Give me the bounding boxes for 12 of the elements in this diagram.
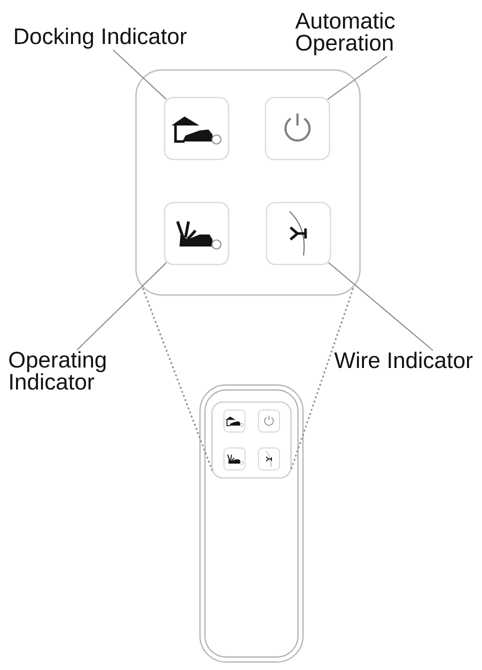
leader-line <box>112 49 167 100</box>
callout-label: Automatic Operation <box>295 12 395 56</box>
callout-label: Wire Indicator <box>334 352 473 368</box>
callout-label: Docking Indicator <box>15 28 187 49</box>
leader-line <box>76 262 167 350</box>
zoom-line <box>142 288 213 471</box>
leader-line <box>327 56 388 100</box>
indicator-button <box>264 96 330 160</box>
zoom-line <box>290 288 354 471</box>
leader-line <box>328 262 434 351</box>
indicator-button <box>266 202 332 266</box>
callout-label: Operating Indicator <box>9 351 106 390</box>
